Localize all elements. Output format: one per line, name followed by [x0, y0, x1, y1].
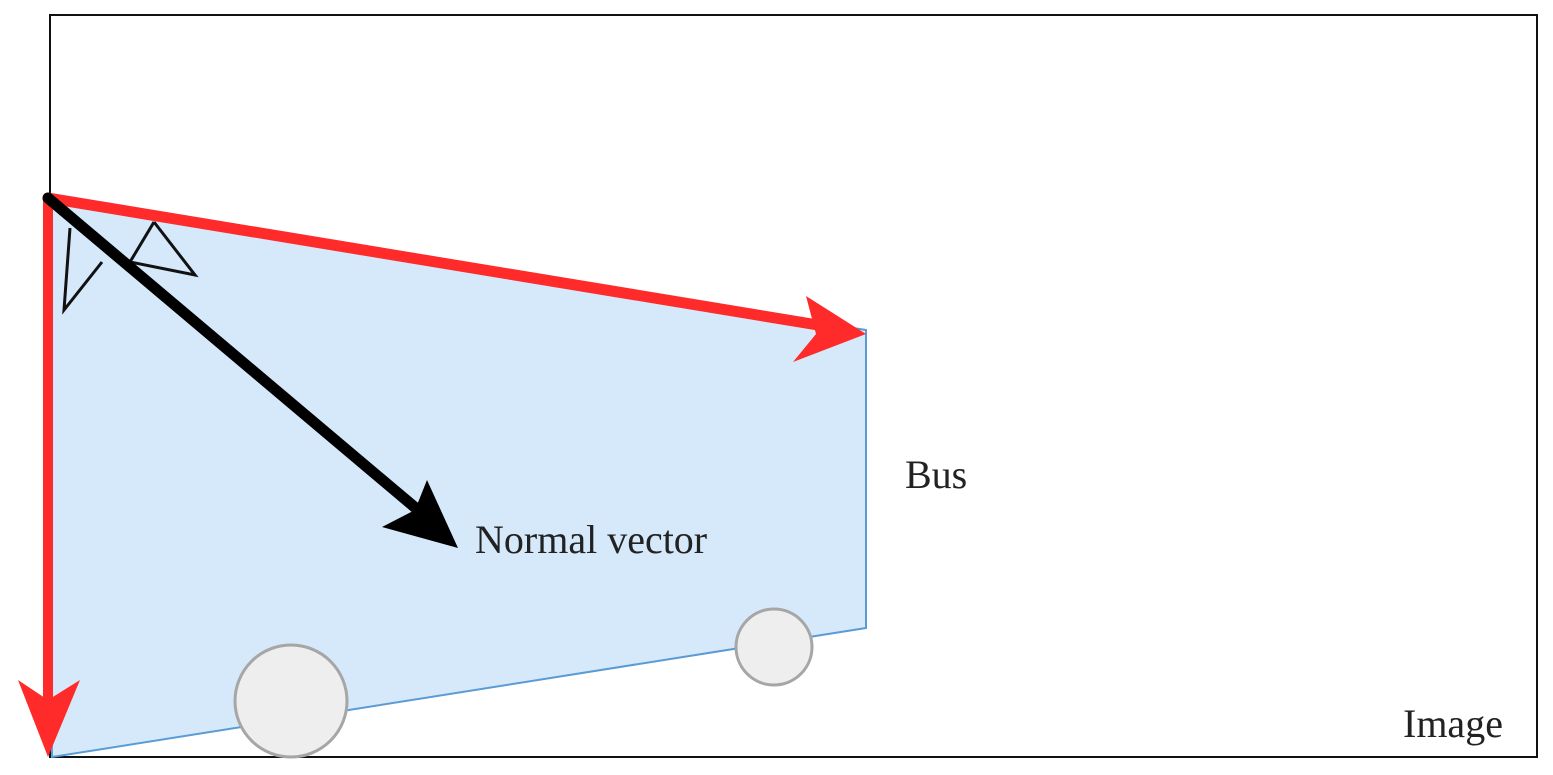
normal-vector-arrowhead	[382, 480, 458, 548]
right-angle-marker-left	[62, 227, 104, 315]
vertical-axis-arrowhead	[18, 680, 80, 757]
bus-label: Bus	[905, 452, 967, 497]
normal-vector-arrow-shaft	[42, 192, 424, 516]
rear-wheel	[233, 643, 349, 759]
normal-vector-label: Normal vector	[475, 517, 707, 562]
image-label: Image	[1403, 701, 1503, 746]
horizontal-axis-arrowhead	[793, 296, 866, 362]
horizontal-axis-arrow-shaft	[42, 192, 836, 333]
right-angle-marker-top	[127, 221, 199, 278]
bus-side-plane	[46, 198, 867, 759]
front-wheel	[734, 607, 814, 687]
